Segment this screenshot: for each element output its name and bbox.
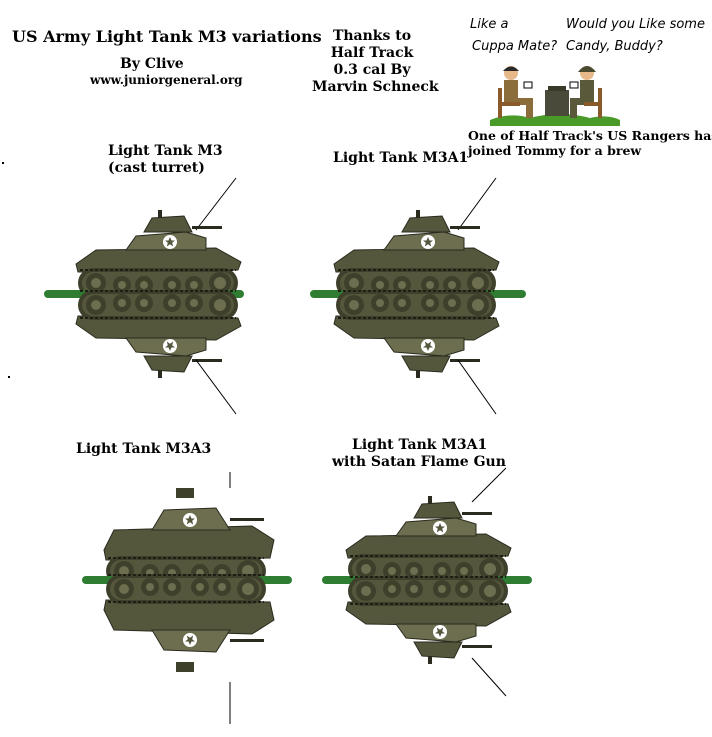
tank-label-m3a3: Light Tank M3A3 [76,441,212,457]
soldier-icon [569,66,602,118]
soldier-icon [498,66,533,118]
tank-label-m3-sub: (cast turret) [108,160,205,176]
credit-block: Thanks to Half Track 0.3 cal By Marvin S… [312,28,439,96]
credit-line: Half Track [330,45,414,61]
tank-label-m3a1-flame: Light Tank M3A1 [352,437,488,453]
speech-right-2: Candy, Buddy? [566,39,663,54]
website-link[interactable]: www.juniorgeneral.org [90,73,243,87]
tank-label-m3a1: Light Tank M3A1 [333,150,469,166]
cartoon-caption-1: One of Half Track's US Rangers has [468,128,712,143]
credit-line: 0.3 cal By [333,62,411,78]
speech-left-1: Like a [470,17,509,32]
tank-label-m3a1-flame-sub: with Satan Flame Gun [332,454,506,470]
soldiers-brew-icon [490,66,620,126]
stray-mark [8,376,10,378]
credit-line: Thanks to [332,28,412,44]
tank-label-m3: Light Tank M3 [108,143,223,159]
credit-line: Marvin Schneck [312,79,439,95]
speech-left-2: Cuppa Mate? [472,39,558,54]
tank-m3a1-icon [310,177,526,415]
tank-m3-icon [44,177,244,415]
tank-flame-icon [322,467,532,697]
byline: By Clive [120,56,184,72]
page-title: US Army Light Tank M3 variations [12,27,322,46]
tank-m3a3-icon [82,472,292,724]
cartoon-caption-2: joined Tommy for a brew [468,143,642,158]
stray-mark [2,162,4,164]
speech-right-1: Would you Like some [566,17,705,32]
